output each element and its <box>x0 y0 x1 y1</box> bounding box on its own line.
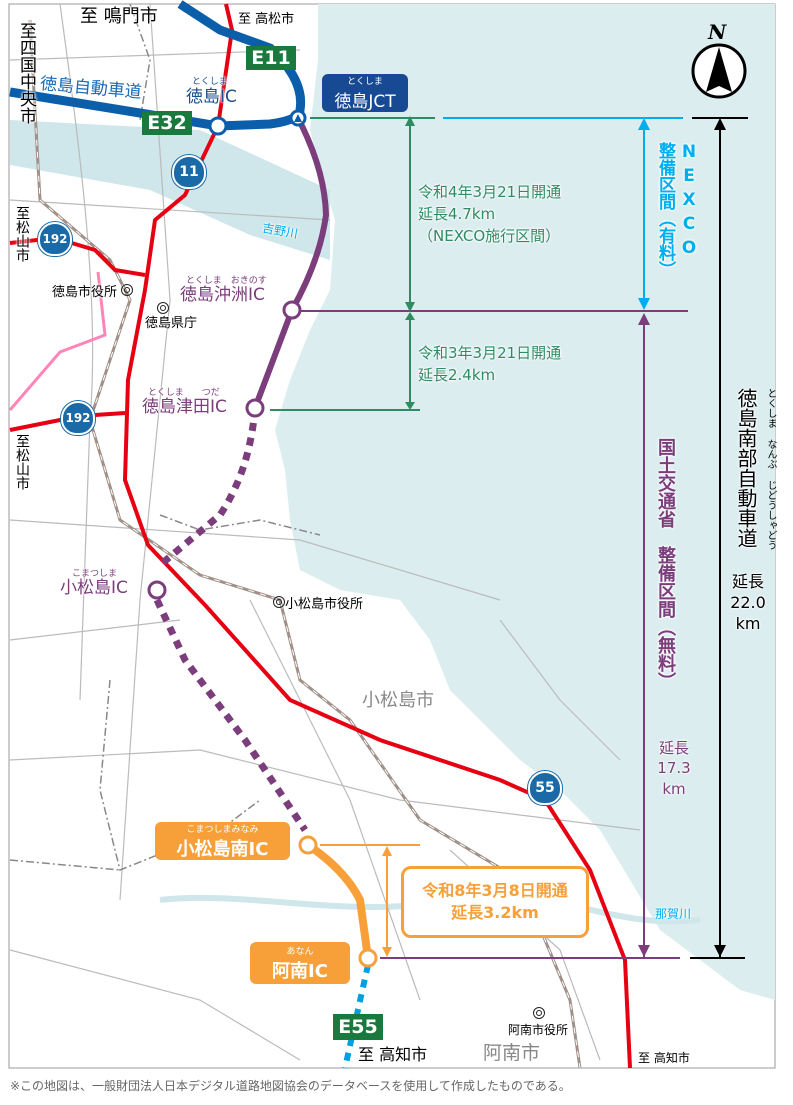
tokushima-nanbu-open <box>252 116 330 410</box>
footnote: ※この地図は、一般財団法人日本デジタル道路地図協会のデータベースを使用して作成し… <box>10 1079 571 1093</box>
anan-ic-name: 阿南IC <box>272 960 328 982</box>
direction-kochi-1: 至 高知市 <box>358 1045 428 1064</box>
tokushima-city-hall-text: 徳島市役所 <box>52 285 118 300</box>
tokushima-jct-label[interactable]: とくしま 徳島JCT <box>322 74 408 112</box>
pink-road <box>8 271 107 411</box>
naka-river-label: 那賀川 <box>655 907 692 921</box>
komatsushima-city-hall-label: 小松島市役所 <box>273 596 363 611</box>
r8-length: 延長3.2km <box>451 903 539 922</box>
total-length-label: 延長 <box>731 572 764 591</box>
okinosu-ic-ruby: とくしま おきのす <box>186 276 267 286</box>
nexco-label: NEXCO <box>679 142 699 262</box>
city-hall-icon <box>273 596 285 608</box>
tokushima-jct-ruby: とくしま <box>347 77 383 87</box>
e32-sign: E32 <box>142 111 192 135</box>
r8-open-date: 令和8年3月8日開通 <box>422 880 568 900</box>
anan-city-hall-label: 阿南市役所 <box>508 1023 569 1037</box>
total-length-unit: km <box>735 613 761 633</box>
tokushima-ic-marker[interactable] <box>208 116 228 136</box>
route-55-shield: 55 <box>528 771 562 805</box>
direction-takamatsu: 至 高松市 <box>238 12 295 27</box>
e55-sign: E55 <box>333 1014 383 1040</box>
tsuda-ic-label[interactable]: 徳島津田IC <box>142 397 227 417</box>
komatsushima-minami-ic-label[interactable]: こまつしまみなみ 小松島南IC <box>155 822 290 860</box>
tokushima-city-hall-label: 徳島市役所 <box>52 284 134 300</box>
city-hall-icon <box>121 284 134 296</box>
anan-ic-ruby: あなん <box>286 946 314 957</box>
route-192-shield: 192 <box>38 222 72 256</box>
r4-length: 延長4.7km <box>418 204 496 223</box>
anan-ic-label[interactable]: あなん 阿南IC <box>250 942 350 984</box>
tokushima-pref-label: 徳島県庁 <box>145 316 198 331</box>
compass-north-label: N <box>708 20 727 44</box>
direction-naruto: 至 鳴門市 <box>80 6 158 27</box>
komatsushima-city-label: 小松島市 <box>362 690 434 711</box>
komatsushima-minami-ic-marker[interactable] <box>298 835 318 855</box>
direction-shikokuchuo: 至四国中央市 <box>16 22 36 124</box>
komatsushima-ic-label[interactable]: 小松島IC <box>60 578 128 598</box>
r3-open-date: 令和3年3月21日開通 <box>418 344 562 362</box>
r4-open-date: 令和4年3月21日開通 <box>418 183 562 201</box>
mlit-length-unit: km <box>662 779 686 798</box>
okinosu-ic-label[interactable]: 徳島沖洲IC <box>180 285 265 305</box>
tokushima-ic-label[interactable]: 徳島IC <box>186 87 237 107</box>
okinosu-ic-marker[interactable] <box>282 300 302 320</box>
city-boundary <box>9 3 321 872</box>
r4-section-note: 令和4年3月21日開通 延長4.7km （NEXCO施行区間） <box>418 182 561 247</box>
direction-matsuyama-2: 至松山市 <box>14 434 30 490</box>
total-length-value: 22.0 <box>730 592 766 612</box>
direction-kochi-2: 至 高知市 <box>638 1051 690 1065</box>
dimension-lines <box>270 117 748 959</box>
jct-triangle-icon <box>294 114 302 122</box>
route-192-shield: 192 <box>61 401 95 435</box>
mlit-length: 延長 17.3 km <box>654 738 694 799</box>
tsuda-ic-ruby: とくしま つだ <box>148 388 220 398</box>
e11-sign: E11 <box>246 46 296 70</box>
mlit-length-label: 延長 <box>658 739 689 757</box>
pref-office-icon <box>157 301 169 317</box>
tokushima-nanbu-planned <box>153 407 308 832</box>
r4-nexco-note: （NEXCO施行区間） <box>418 226 561 245</box>
north-arrow-icon <box>691 43 747 99</box>
nexco-section-label: 整備区間（有料） <box>655 142 675 278</box>
r3-length: 延長2.4km <box>418 365 496 384</box>
anan-city-label: 阿南市 <box>483 1042 541 1064</box>
tokushima-nanbu-expressway-label: 徳島南部自動車道 <box>734 388 758 548</box>
komatsushima-minami-anan-section <box>305 841 372 959</box>
tsuda-ic-marker[interactable] <box>245 398 265 418</box>
komatsushima-ic-marker[interactable] <box>147 580 167 600</box>
komatsushima-city-hall-text: 小松島市役所 <box>285 597 364 612</box>
komatsushima-ic-ruby: こまつしま <box>72 569 118 579</box>
r8-section-callout: 令和8年3月8日開通 延長3.2km <box>401 866 589 938</box>
direction-matsuyama-1: 至松山市 <box>14 206 30 262</box>
minor-roads <box>9 3 641 1061</box>
mlit-length-value: 17.3 <box>657 759 691 778</box>
sea <box>275 4 775 1000</box>
komatsushima-minami-ic-name: 小松島南IC <box>176 838 269 860</box>
mlit-section-label: 国土交通省 整備区間（無料） <box>655 438 676 690</box>
tokushima-ic-ruby: とくしま <box>192 77 228 87</box>
total-length: 延長 22.0 km <box>726 572 770 634</box>
tokushima-jct-name: 徳島JCT <box>334 92 396 112</box>
route-11-shield: 11 <box>172 155 206 189</box>
tokushima-nanbu-expressway-ruby: とくしま なんぶ じどうしゃどう <box>765 388 776 550</box>
anan-ic-marker[interactable] <box>358 948 378 968</box>
yoshino-river <box>10 120 330 260</box>
komatsushima-minami-ic-ruby: こまつしまみなみ <box>186 824 259 835</box>
r3-section-note: 令和3年3月21日開通 延長2.4km <box>418 343 561 387</box>
city-hall-icon <box>533 1006 545 1022</box>
